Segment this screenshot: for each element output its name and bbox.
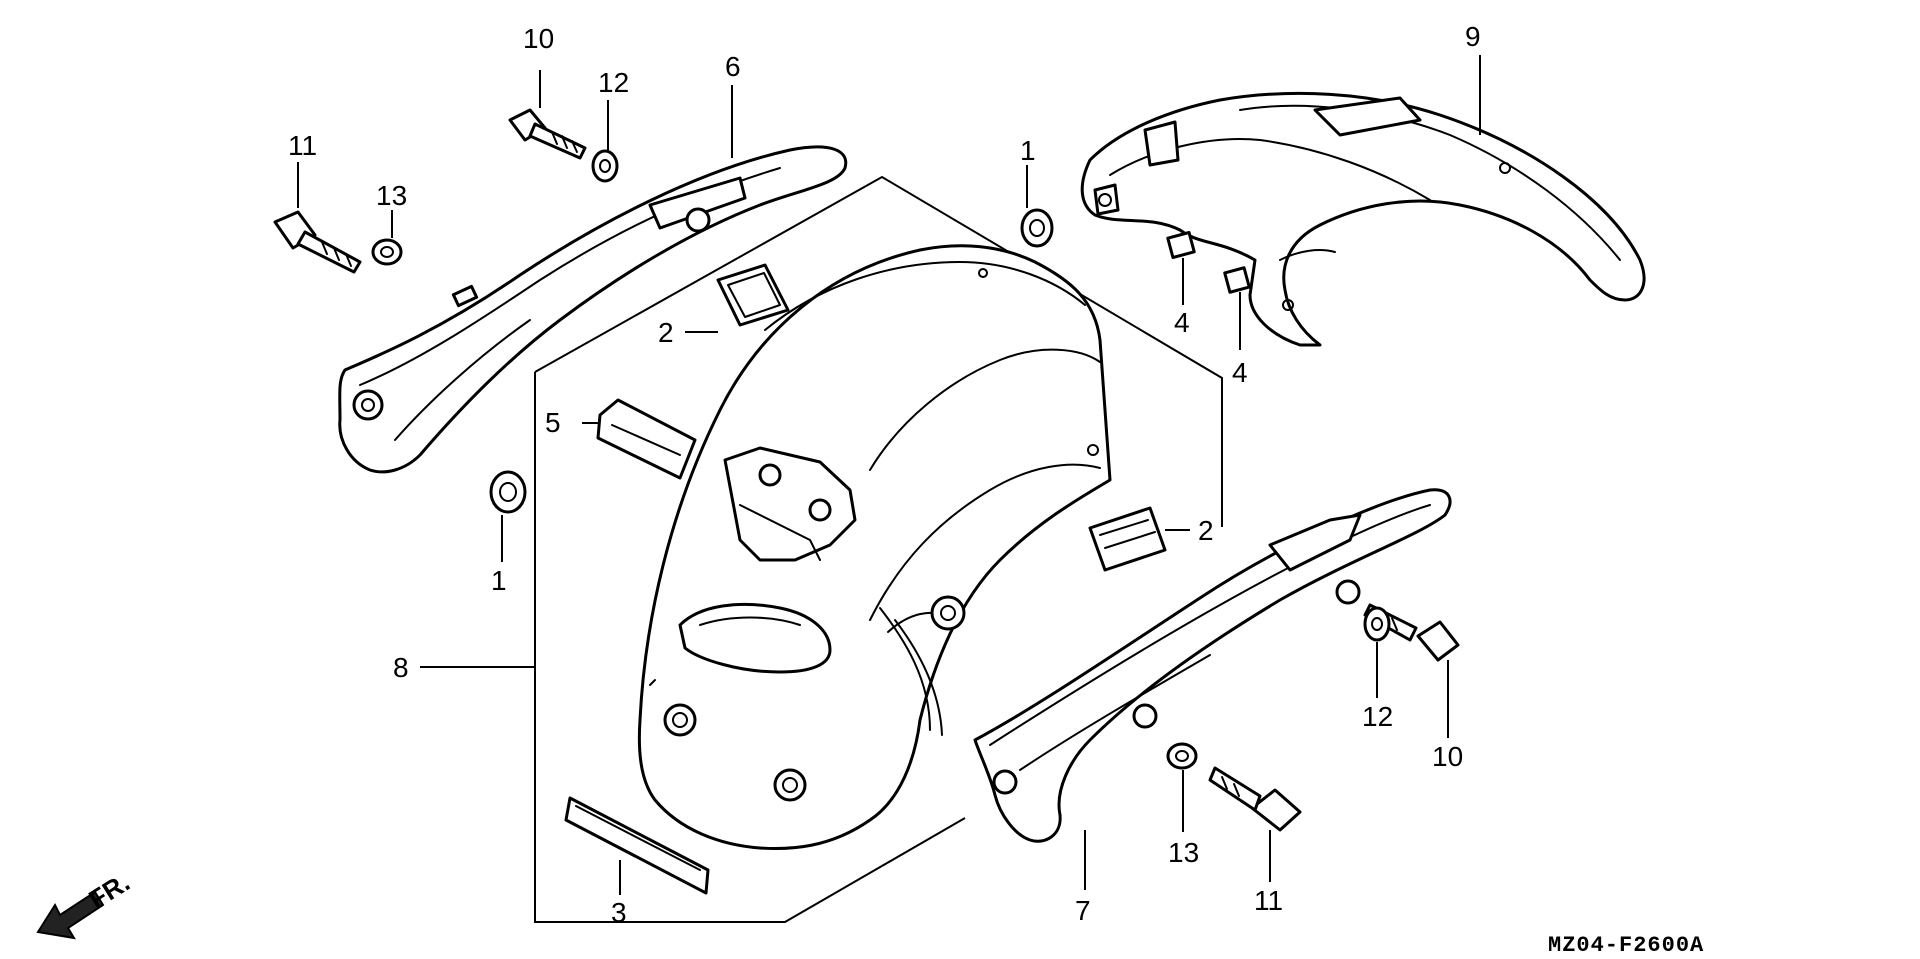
washer-part-12-lower[interactable] (1363, 606, 1391, 642)
drawing-code: MZ04-F2600A (1548, 933, 1704, 958)
grommet-part-1-lower[interactable] (489, 470, 527, 514)
bolt-part-11-upper[interactable] (273, 210, 362, 274)
callout-11-lower: 11 (1254, 885, 1283, 916)
bolt-part-11-lower[interactable] (1208, 766, 1302, 832)
pad-part-2-lower[interactable] (1088, 506, 1167, 572)
right-grab-rail-part-7[interactable] (973, 488, 1452, 843)
callout-10-upper: 10 (523, 23, 554, 54)
callout-2-upper: 2 (658, 317, 674, 348)
clip-nut-part-4-a[interactable] (1166, 230, 1196, 260)
callout-3: 3 (611, 897, 627, 928)
callout-10-lower: 10 (1432, 741, 1463, 772)
washer-part-13-upper[interactable] (371, 238, 403, 266)
callout-9: 9 (1465, 21, 1481, 52)
callout-12-lower: 12 (1362, 701, 1393, 732)
callout-4-a: 4 (1174, 307, 1190, 338)
callout-13-upper: 13 (376, 180, 407, 211)
clip-nut-part-4-b[interactable] (1223, 266, 1251, 294)
callout-2-lower: 2 (1198, 515, 1214, 546)
callout-labels: 10 12 6 11 13 9 1 4 4 2 5 2 1 8 3 7 12 1… (288, 21, 1481, 928)
seal-part-5[interactable] (596, 398, 697, 480)
callout-1-upper: 1 (1020, 135, 1036, 166)
bolt-part-10-upper[interactable] (508, 108, 587, 160)
washer-part-13-lower[interactable] (1166, 742, 1198, 770)
callout-7: 7 (1075, 895, 1091, 926)
callout-13-lower: 13 (1168, 837, 1199, 868)
callout-12-upper: 12 (598, 67, 629, 98)
front-fender-part-9[interactable] (1080, 91, 1646, 347)
callout-11-upper: 11 (288, 130, 317, 161)
pad-part-2-upper[interactable] (716, 263, 790, 327)
left-grab-rail-part-6[interactable] (338, 145, 848, 474)
front-direction-arrow-icon: FR. (36, 867, 135, 940)
callout-8: 8 (393, 652, 409, 683)
callout-1-lower: 1 (491, 565, 507, 596)
rear-fender-part-8[interactable] (637, 244, 1112, 851)
callout-6: 6 (725, 51, 741, 82)
washer-part-12-upper[interactable] (591, 149, 619, 183)
callout-5: 5 (545, 407, 561, 438)
grommet-part-1-upper[interactable] (1020, 208, 1054, 248)
reflector-part-3[interactable] (564, 796, 710, 895)
leader-lines (297, 55, 1481, 895)
callout-4-b: 4 (1232, 357, 1248, 388)
